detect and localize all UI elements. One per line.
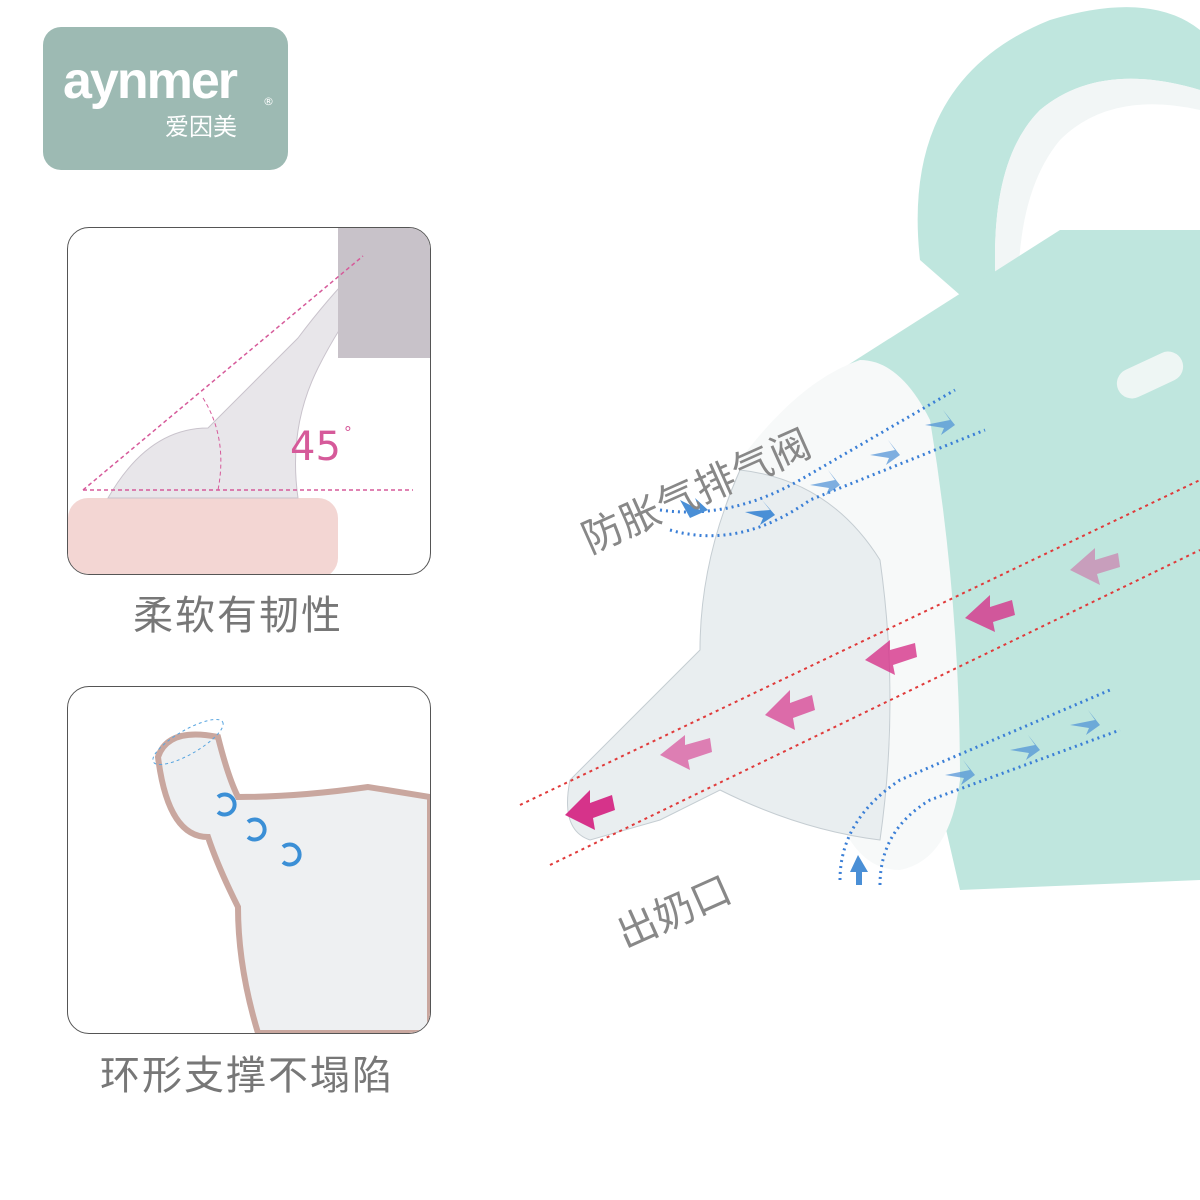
degree-sign: ° [343, 423, 352, 442]
registered-mark: ® [263, 95, 274, 108]
nipple-bend-illustration [68, 228, 430, 574]
bottle-collar [840, 230, 1200, 890]
fingers [338, 228, 430, 358]
collar-slot [1116, 351, 1184, 399]
bottle-base [68, 498, 338, 574]
nipple-cross-section [152, 718, 430, 1033]
brand-logo[interactable]: aynmer ® 爱因美 [43, 27, 288, 170]
flexibility-panel: 45° [67, 227, 431, 575]
nipple-outline [154, 731, 430, 1033]
support-arrow-icon [246, 817, 267, 842]
flexibility-caption: 柔软有韧性 [133, 593, 343, 639]
logo-text-cn: 爱因美 [165, 113, 237, 141]
angle-label: 45° [290, 423, 352, 471]
handle-inner [995, 78, 1200, 330]
ring-support-panel [67, 686, 431, 1034]
support-arrow-icon [216, 792, 237, 817]
ring-support-caption: 环形支撑不塌陷 [100, 1053, 394, 1099]
angle-value: 45 [290, 424, 341, 470]
logo-text-en: aynmer [63, 52, 238, 110]
angle-arc [202, 397, 222, 491]
milk-arrow-icons [565, 548, 1120, 830]
ring-indicator [152, 718, 224, 766]
milk-outlet-label: 出奶口 [610, 867, 739, 958]
nipple-shape [107, 267, 369, 499]
support-arrow-icon [281, 842, 302, 867]
bottle-handle [917, 7, 1200, 331]
anti-colic-valve-label: 防胀气排气阀 [575, 420, 819, 563]
angle-guide [82, 255, 364, 491]
